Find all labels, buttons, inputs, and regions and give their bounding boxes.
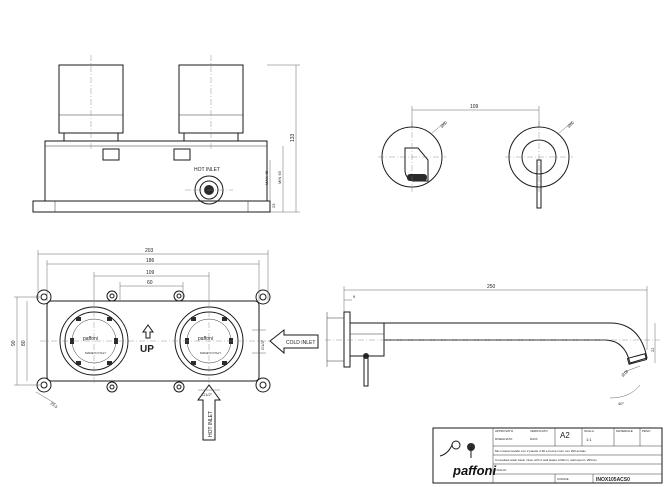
description-it: Mix incasso lavabo con 2 piastre d.60 e … bbox=[495, 449, 586, 453]
mounting-plate bbox=[46, 300, 260, 382]
dim-diameter-right: Ø60 bbox=[566, 119, 575, 128]
plate-brand-right: paffoni bbox=[198, 336, 213, 342]
dim-plate-spacing: 109 bbox=[470, 104, 479, 110]
cell-verificato: VERIFICATO bbox=[530, 429, 548, 433]
cell-codice: CODICE bbox=[557, 477, 569, 481]
spout-lever bbox=[363, 355, 369, 387]
hot-inlet-plan-label: HOT INLET bbox=[208, 411, 214, 437]
cold-inlet-label: COLD INLET bbox=[286, 340, 315, 346]
spout-body bbox=[349, 322, 385, 357]
aerator bbox=[407, 174, 427, 181]
left-window bbox=[102, 148, 120, 161]
dim-diameter-left: Ø60 bbox=[439, 119, 448, 128]
dim-outer-width: 186 bbox=[146, 258, 155, 264]
thumbnail-spout bbox=[439, 444, 453, 457]
mixer-body bbox=[44, 140, 268, 202]
product-code: INOX105ACS0 bbox=[596, 477, 630, 483]
cell-scala: SCALA bbox=[584, 429, 594, 433]
up-label: UP bbox=[140, 344, 154, 355]
dim-overall-width: 203 bbox=[145, 248, 154, 254]
dim-drop: 22 bbox=[650, 347, 655, 352]
cell-foglio: FOGLIO bbox=[495, 468, 507, 472]
cold-inlet-thread: G1/2" bbox=[260, 339, 265, 350]
dim-hole-spacing: 109 bbox=[146, 270, 155, 276]
plate-made-left: MADE IN ITALY bbox=[85, 351, 106, 355]
cell-materiale: MATERIALE bbox=[616, 429, 633, 433]
front-view: HOT INLET 133 MIN 63 MAX 45 23 bbox=[32, 55, 300, 213]
hot-inlet-thread: G1/2" bbox=[202, 392, 213, 397]
sheet-size: A2 bbox=[560, 431, 570, 440]
cell-data: DATA bbox=[530, 437, 538, 441]
title-block: paffoni APPROVATO DISEGNATO VERIFICATO D… bbox=[432, 427, 663, 484]
description-en: Concealed wash basin mixer with 2 wall p… bbox=[495, 458, 597, 462]
dim-slot: 25,5 bbox=[49, 401, 59, 410]
dim-min-depth: MIN 63 bbox=[277, 170, 282, 184]
up-arrow-icon bbox=[142, 324, 154, 339]
plan-view: paffoni MADE IN ITALY paffoni MADE IN IT… bbox=[11, 248, 319, 441]
dim-spout-angle: 40° bbox=[618, 401, 624, 406]
hot-inlet-label: HOT INLET bbox=[194, 167, 220, 173]
base-plate bbox=[32, 200, 271, 213]
dim-spout-length: 250 bbox=[487, 284, 496, 290]
dim-wall: 9 bbox=[353, 294, 356, 299]
cell-disegnato: DISEGNATO bbox=[495, 437, 513, 441]
dim-bottom: 23 bbox=[271, 203, 276, 208]
right-window bbox=[173, 148, 191, 161]
dim-height-inner: 80 bbox=[21, 340, 27, 346]
brand-logo: paffoni bbox=[452, 463, 496, 478]
side-views: 109 Ø60 Ø60 bbox=[378, 104, 576, 209]
plate-brand-left: paffoni bbox=[83, 336, 98, 342]
dim-total-height: 133 bbox=[290, 133, 296, 142]
cell-peso: PESO bbox=[642, 429, 651, 433]
dim-max-depth: MAX 45 bbox=[264, 170, 269, 185]
dim-inner-spacing: 60 bbox=[147, 280, 153, 286]
dim-height-outer: 90 bbox=[11, 340, 17, 346]
plate-made-right: MADE IN ITALY bbox=[200, 351, 221, 355]
dim-spout-diameter: Ø18 bbox=[620, 368, 629, 377]
cell-approvato: APPROVATO bbox=[495, 429, 514, 433]
hot-inlet-arrow-icon bbox=[197, 384, 221, 441]
cold-inlet-arrow-icon bbox=[269, 328, 319, 355]
spout-wall-plate bbox=[343, 311, 351, 368]
spout-tube bbox=[384, 322, 648, 364]
spout-view: 250 9 22 Ø18 40° bbox=[325, 284, 660, 406]
thumbnail-plate bbox=[451, 440, 461, 450]
scale-value: 1:1 bbox=[586, 437, 592, 442]
